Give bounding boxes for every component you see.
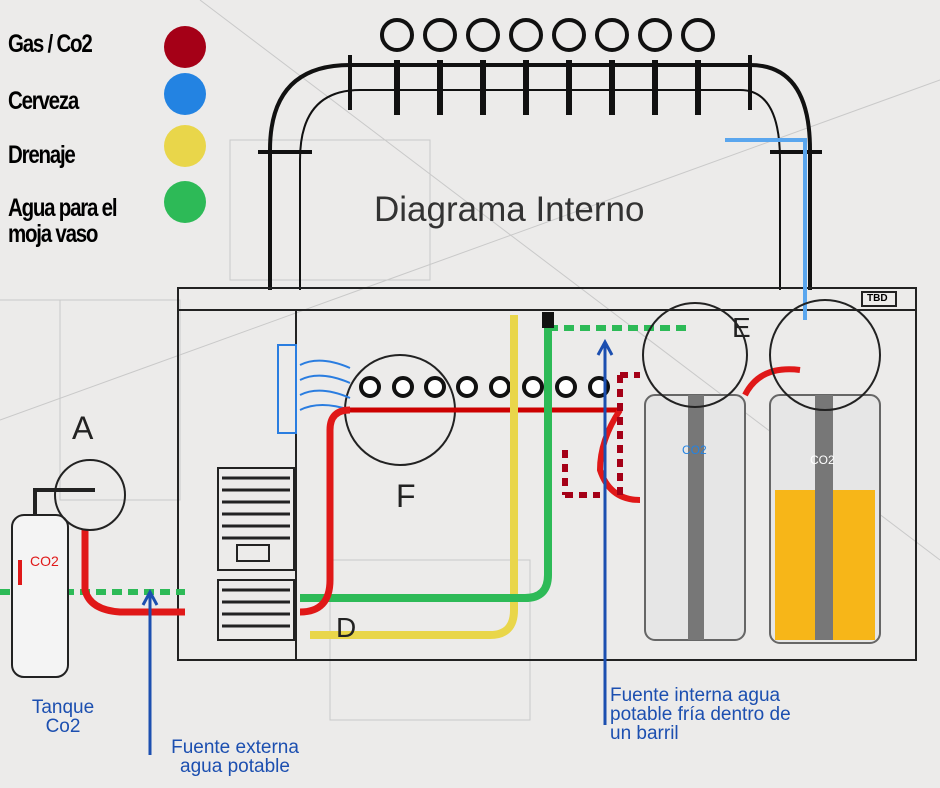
rinser-water-line [300,315,552,602]
beer-line [725,138,807,320]
tank-label: Tanque Co2 [31,697,95,737]
co2-dashed-line [562,372,640,498]
legend-label-beer: Cerveza [8,87,79,115]
brand-plate: TBD [867,293,888,304]
cooling-fan [277,344,351,434]
co2-keg-line [596,408,641,503]
diagram-title: Diagrama Interno [374,190,645,229]
regulator-gauges [359,376,610,398]
label-f: F [396,478,416,514]
label-e: E [732,312,751,343]
pointer-arrows [141,338,614,755]
internal-water-label: Fuente interna agua potable fría dentro … [610,685,791,744]
co2-supply-line [81,530,185,616]
keg-beer [769,299,881,644]
cooling-vent [222,476,290,628]
legend-swatch-gas [164,26,206,68]
keg-co2-label-2: CO2 [810,453,835,467]
legend-label-drain: Drenaje [8,141,76,169]
tap-handles [380,18,715,115]
external-water-label: Fuente externa agua potable [171,737,299,777]
label-a: A [72,410,94,446]
legend-label-gas: Gas / Co2 [8,30,93,58]
legend-swatch-drain [164,125,206,167]
legend-label-water: Agua para el moja vaso [8,194,118,248]
legend-swatch-water [164,181,206,223]
label-d: D [336,612,357,643]
drain-line [310,315,518,639]
keg-co2-label-1: CO2 [682,443,707,457]
legend-swatch-beer [164,73,206,115]
tap-tower [258,55,822,290]
co2-tank [11,459,126,678]
tank-co2-label: CO2 [30,553,59,569]
keg-water [642,302,748,641]
co2-riser-line [299,406,351,616]
